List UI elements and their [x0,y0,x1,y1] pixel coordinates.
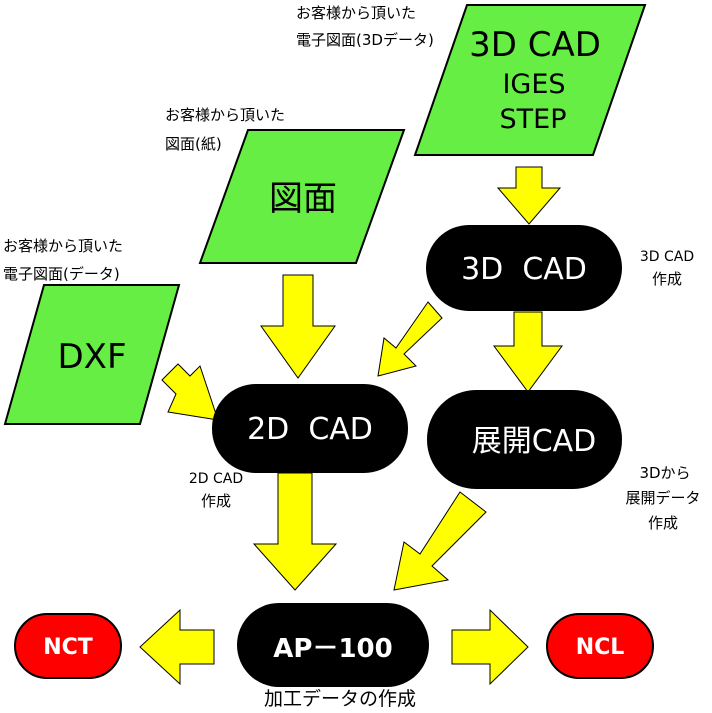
annotation-drawing-line1: お客様から頂いた [165,106,285,124]
input-3dcad-line1: 3D CAD [469,25,601,65]
process-2dcad: 2D CAD [212,384,408,473]
process-3dcad: 3D CAD [426,225,622,311]
input-dxf: DXF [3,284,181,425]
input-3dcad-shape [413,4,647,156]
input-3dcad-line2: IGES [502,69,565,100]
annotation-drawing-line2: 図面(紙) [165,135,222,153]
output-ncl-shape [546,613,654,679]
arrow-3dcad-to-unfold [493,311,563,393]
input-3dcad-line3: STEP [500,104,567,135]
note-unfold-line2: 展開データ [625,489,700,507]
input-drawing-shape [198,129,406,264]
note-3dcad-line2: 作成 [652,270,682,288]
process-2dcad-shape [212,384,408,473]
annotation-3dinput-line1: お客様から頂いた [296,4,416,22]
process-unfold-label: 展開CAD [472,424,597,459]
note-2dcad-line1: 2D CAD [189,471,243,487]
note-unfold-line1: 3Dから [639,464,690,482]
arrow-unfold-to-ap100 [393,491,487,591]
note-ap100: 加工データの作成 [264,688,416,710]
process-3dcad-shape [426,225,622,311]
annotation-dxf-line2: 電子図面(データ) [3,265,120,283]
arrow-3dcad-to-2dcad [377,301,443,377]
process-unfold-shape [427,390,622,489]
output-ncl-label: NCL [576,635,625,660]
input-dxf-label: DXF [57,337,126,377]
arrow-ap100-to-nct [139,608,215,686]
process-ap100-label: AP－100 [273,634,392,664]
input-drawing-label: 図面 [269,179,337,219]
note-unfold-line3: 作成 [648,514,678,532]
arrow-ap100-to-ncl [451,608,529,686]
arrow-2dcad-to-ap100 [252,472,338,591]
annotation-3dinput-line2: 電子図面(3Dデータ) [296,31,434,49]
note-2dcad-line2: 作成 [201,492,231,510]
input-drawing: 図面 [198,129,406,264]
output-nct-shape [14,613,122,679]
process-2dcad-label: 2D CAD [247,412,373,447]
arrow-dxf-to-2dcad [161,363,219,421]
process-unfold: 展開CAD [427,390,622,489]
annotation-dxf-line1: お客様から頂いた [3,237,123,255]
process-ap100: AP－100 [237,603,429,687]
arrow-drawing-to-2dcad [260,274,336,379]
input-3dcad: 3D CAD IGES STEP [413,4,647,156]
process-3dcad-label: 3D CAD [461,252,587,287]
note-3dcad-line1: 3D CAD [640,249,694,265]
output-ncl: NCL [546,613,654,679]
input-dxf-shape [3,284,181,425]
output-nct-label: NCT [43,635,93,660]
process-ap100-shape [237,603,429,687]
arrow-3dinput-to-3dcad [496,166,562,225]
output-nct: NCT [14,613,122,679]
